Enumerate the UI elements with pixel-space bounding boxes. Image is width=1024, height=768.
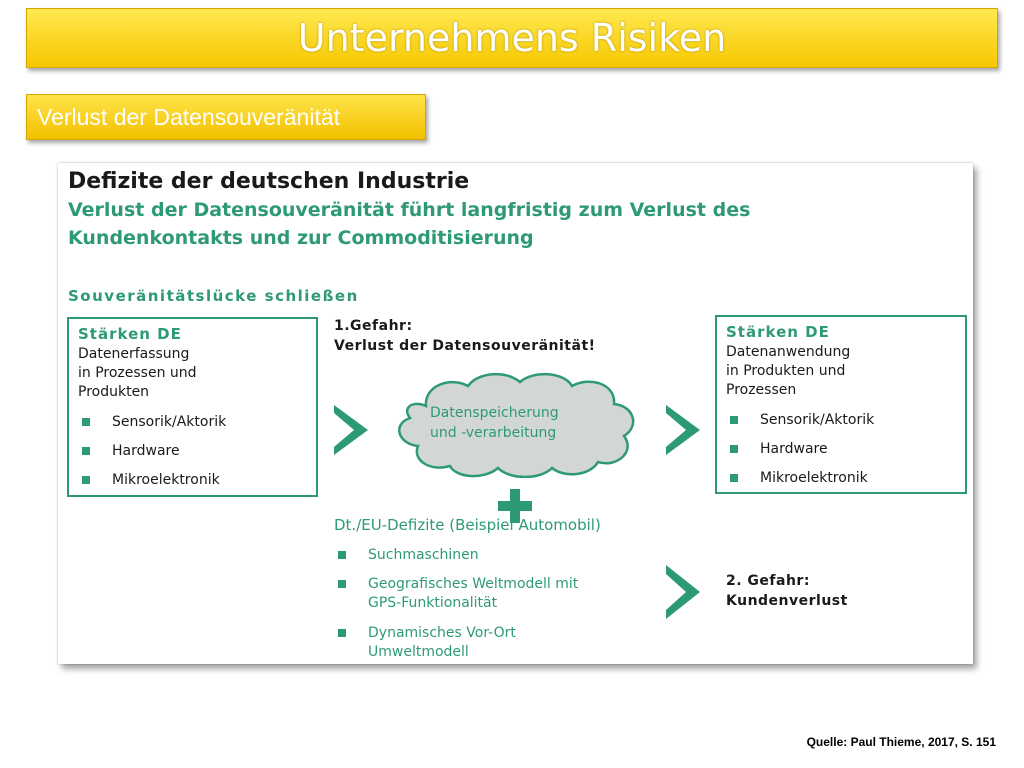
left-box-line: Datenerfassung bbox=[78, 346, 190, 362]
left-box-bullet: Mikroelektronik bbox=[82, 471, 220, 490]
deficit-text: Geografisches Weltmodell mit bbox=[368, 576, 579, 592]
bullet-text: Hardware bbox=[112, 443, 180, 459]
cloud-text-line1: Datenspeicherung bbox=[430, 405, 559, 421]
right-box-title: Stärken DE bbox=[726, 323, 830, 341]
left-box-line: Produkten bbox=[78, 384, 150, 400]
slide-subtitle: Verlust der Datensouveränität bbox=[37, 103, 341, 130]
right-strengths-box: Stärken DE Datenanwendung in Produkten u… bbox=[715, 315, 967, 494]
bullet-square-icon bbox=[82, 418, 90, 426]
bullet-square-icon bbox=[82, 447, 90, 455]
diagram-figure: Defizite der deutschen Industrie Verlust… bbox=[58, 163, 973, 664]
right-box-line: in Produkten und bbox=[726, 363, 846, 379]
left-box-bullet: Hardware bbox=[82, 442, 180, 461]
arrow-right-icon bbox=[666, 565, 700, 619]
figure-subheading-line1: Verlust der Datensouveränität führt lang… bbox=[68, 199, 751, 221]
bullet-text: Sensorik/Aktorik bbox=[112, 414, 227, 430]
cloud-text-line2: und -verarbeitung bbox=[430, 425, 557, 441]
bullet-square-icon bbox=[82, 476, 90, 484]
arrow-right-icon bbox=[334, 405, 368, 455]
bullet-square-icon bbox=[730, 474, 738, 482]
left-box-bullet: Sensorik/Aktorik bbox=[82, 413, 226, 432]
section-heading: Souveränitätslücke schließen bbox=[68, 287, 359, 305]
cloud-shape bbox=[398, 372, 635, 478]
left-box-line: in Prozessen und bbox=[78, 365, 197, 381]
figure-subheading-line2: Kundenkontakts und zur Commoditisierung bbox=[68, 227, 534, 249]
danger1-text: Verlust der Datensouveränität! bbox=[334, 338, 596, 354]
deficits-title: Dt./EU-Defizite (Beispiel Automobil) bbox=[334, 516, 601, 534]
deficit-text: Umweltmodell bbox=[368, 644, 469, 660]
right-box-bullet: Hardware bbox=[730, 440, 828, 459]
deficit-bullet: Dynamisches Vor-Ort Umweltmodell bbox=[338, 624, 516, 662]
bullet-square-icon bbox=[730, 445, 738, 453]
bullet-text: Sensorik/Aktorik bbox=[760, 412, 875, 428]
bullet-square-icon bbox=[338, 629, 346, 637]
bullet-text: Mikroelektronik bbox=[112, 472, 220, 488]
left-strengths-box: Stärken DE Datenerfassung in Prozessen u… bbox=[67, 317, 318, 497]
danger1-label: 1.Gefahr: bbox=[334, 318, 413, 334]
bullet-square-icon bbox=[338, 551, 346, 559]
deficit-bullet: Suchmaschinen bbox=[338, 546, 479, 565]
figure-heading: Defizite der deutschen Industrie bbox=[68, 169, 470, 194]
bullet-text: Mikroelektronik bbox=[760, 470, 868, 486]
deficit-text: Suchmaschinen bbox=[368, 547, 479, 563]
danger2-label: 2. Gefahr: bbox=[726, 573, 810, 589]
bullet-square-icon bbox=[338, 580, 346, 588]
subtitle-banner: Verlust der Datensouveränität bbox=[26, 94, 426, 140]
left-box-title: Stärken DE bbox=[78, 325, 182, 343]
title-banner: Unternehmens Risiken bbox=[26, 8, 998, 68]
arrow-right-icon bbox=[666, 405, 700, 455]
right-box-line: Datenanwendung bbox=[726, 344, 851, 360]
bullet-square-icon bbox=[730, 416, 738, 424]
bullet-text: Hardware bbox=[760, 441, 828, 457]
plus-icon bbox=[498, 489, 532, 523]
deficit-text: Dynamisches Vor-Ort bbox=[368, 625, 516, 641]
source-citation: Quelle: Paul Thieme, 2017, S. 151 bbox=[806, 735, 996, 749]
slide-title: Unternehmens Risiken bbox=[297, 16, 727, 60]
right-box-line: Prozessen bbox=[726, 382, 797, 398]
right-box-bullet: Mikroelektronik bbox=[730, 469, 868, 488]
danger2-text: Kundenverlust bbox=[726, 593, 848, 609]
deficit-bullet: Geografisches Weltmodell mit GPS-Funktio… bbox=[338, 575, 578, 613]
right-box-bullet: Sensorik/Aktorik bbox=[730, 411, 874, 430]
deficit-text: GPS-Funktionalität bbox=[368, 595, 498, 611]
